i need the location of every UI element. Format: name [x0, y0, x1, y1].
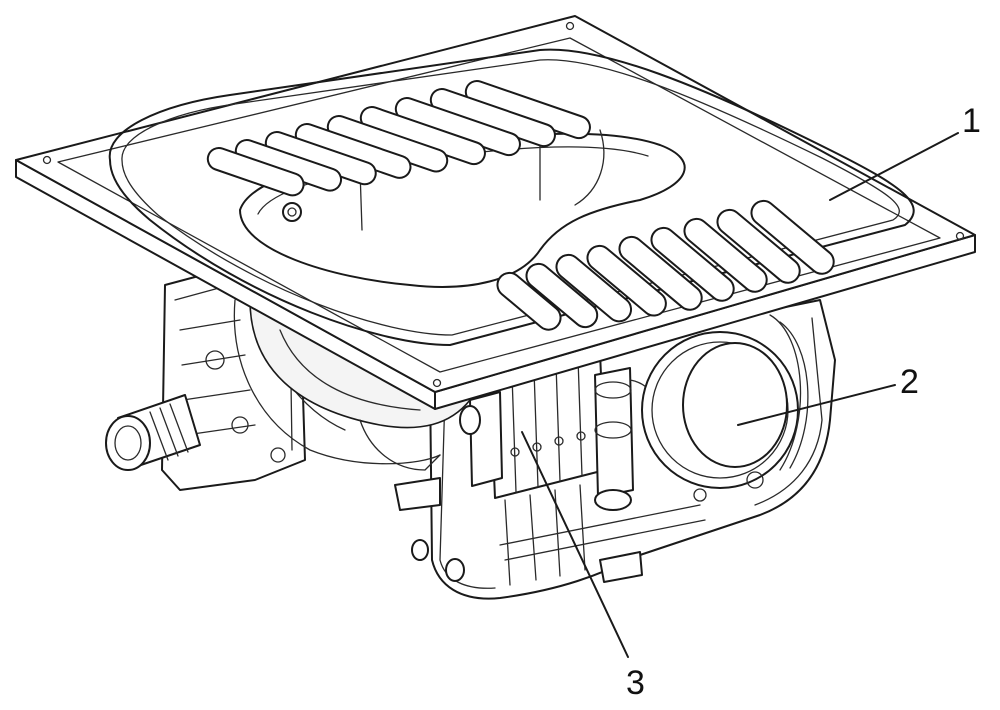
ribs-lower [496, 199, 835, 331]
ribs-upper [206, 79, 591, 197]
label-3: 3 [626, 664, 645, 702]
regulator [594, 367, 659, 511]
side-fittings [411, 405, 643, 583]
leader-line-2 [737, 384, 896, 426]
callouts: 1 2 3 [521, 102, 981, 702]
leader-line-3 [521, 431, 629, 658]
label-1: 1 [962, 102, 981, 140]
leader-line-1 [829, 132, 959, 201]
label-2: 2 [900, 363, 919, 401]
top-plate [15, 15, 976, 410]
fan-unit [641, 314, 809, 502]
drain-pipe-left [105, 394, 201, 471]
